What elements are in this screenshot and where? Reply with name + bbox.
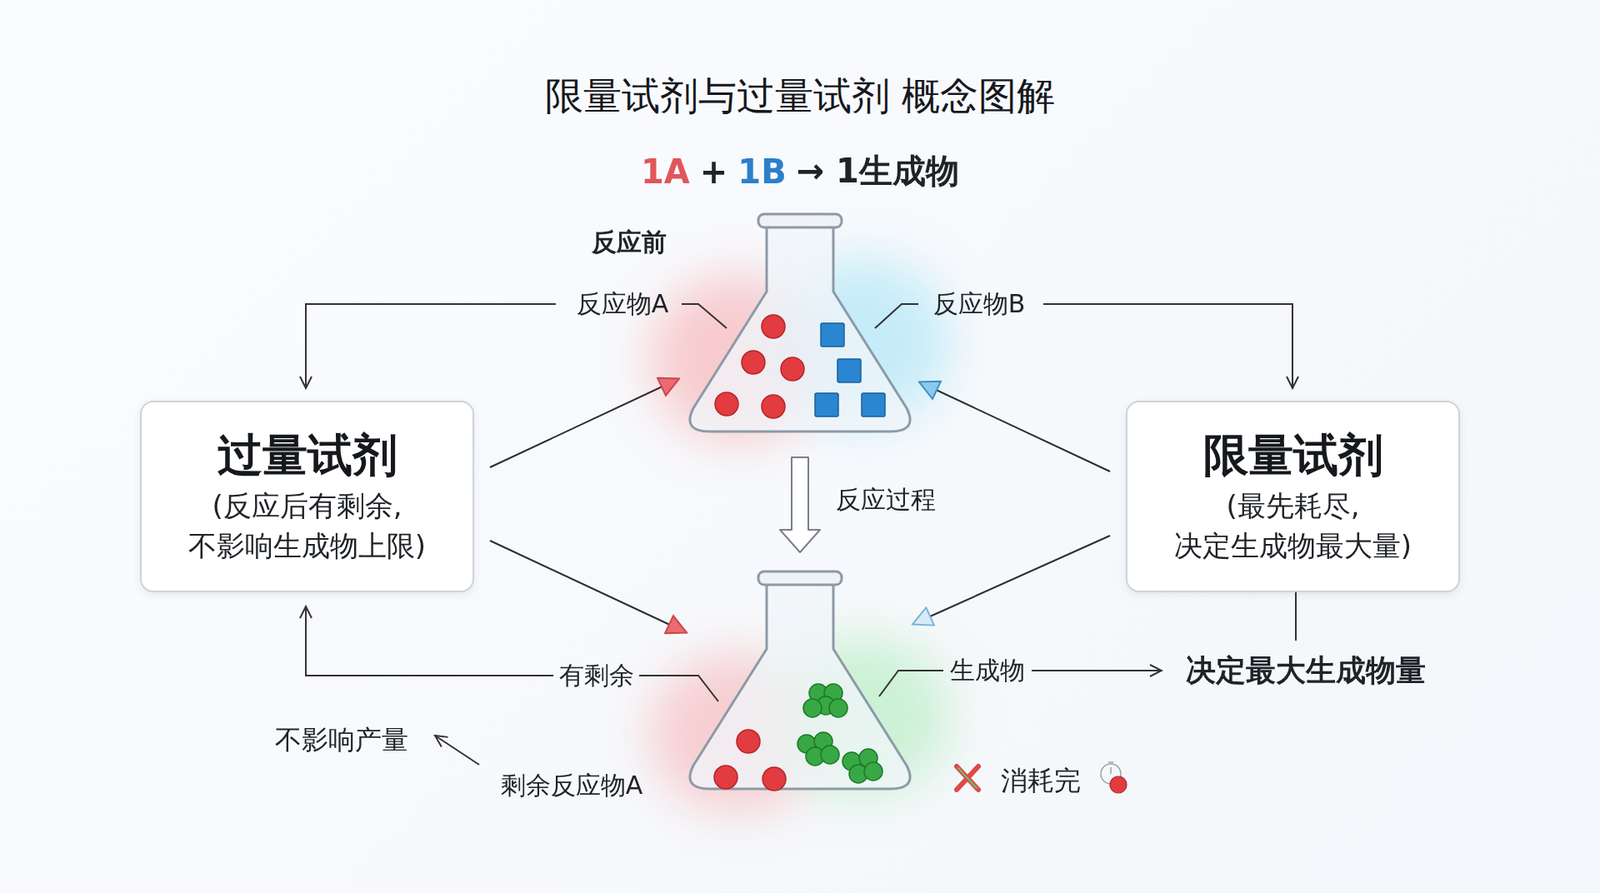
reagent-box: 限量试剂(最先耗尽, 决定生成物最大量) (1125, 400, 1460, 593)
label: 反应物B (933, 289, 1026, 320)
label: 决定最大生成物量 (1185, 652, 1426, 689)
label: 反应前 (591, 227, 667, 258)
title: 限量试剂与过量试剂 概念图解 (545, 73, 1056, 120)
box-heading: 限量试剂 (1203, 427, 1384, 485)
equation-part: 1B (737, 152, 786, 191)
reagent-box: 过量试剂(反应后有剩余, 不影响生成物上限) (140, 400, 475, 593)
cross-icon (956, 766, 979, 790)
label: 有剩余 (559, 660, 635, 691)
equation-part: → 1生成物 (796, 148, 960, 195)
box-body: (反应后有剩余, 不影响生成物上限) (160, 486, 455, 566)
label: 生成物 (950, 655, 1025, 686)
box-heading: 过量试剂 (217, 427, 398, 485)
reagent-arrows (490, 379, 1110, 633)
product-molecules (797, 684, 883, 784)
timer-icon (1100, 762, 1127, 794)
label: 消耗完 (1000, 765, 1081, 797)
label: 反应过程 (835, 485, 936, 515)
equation-part: 1A (640, 152, 690, 191)
flask-before (690, 214, 910, 432)
label: 不影响产量 (275, 724, 409, 756)
flask-after (690, 571, 910, 790)
equation-part: + (700, 152, 729, 191)
leftover-a (714, 730, 786, 791)
process-arrow (780, 457, 820, 553)
box-body: (最先耗尽, 决定生成物最大量) (1145, 486, 1440, 566)
label: 反应物A (576, 289, 670, 320)
label: 剩余反应物A (500, 770, 644, 801)
equation: 1A +1B → 1生成物 (0, 148, 1600, 195)
